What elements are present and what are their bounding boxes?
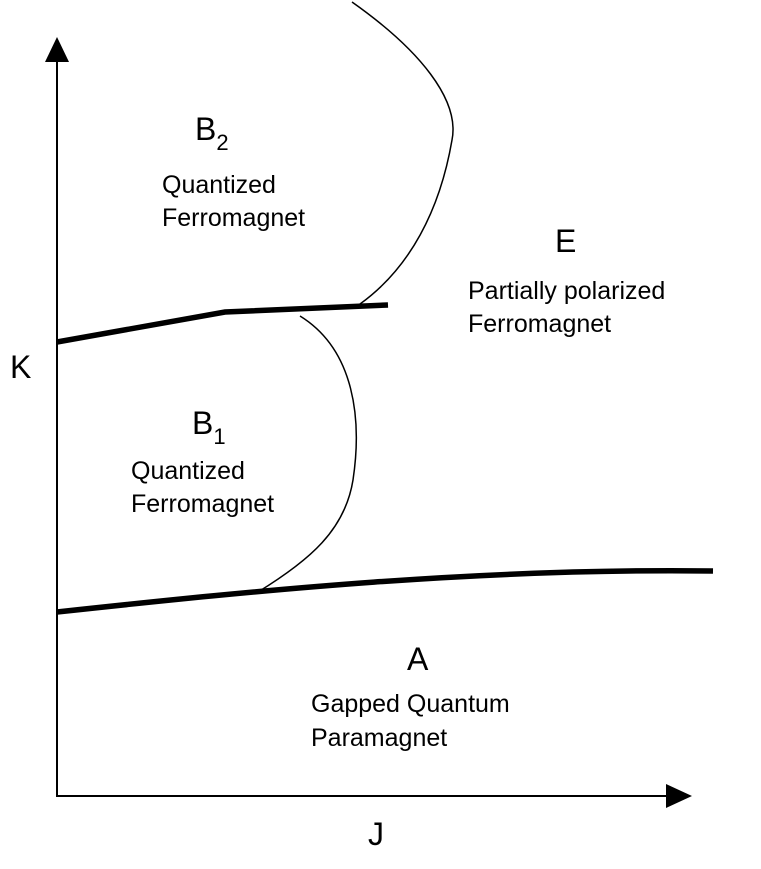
x-axis-arrowhead	[666, 784, 692, 808]
phase-e-line2: Ferromagnet	[468, 310, 611, 338]
y-axis-arrowhead	[45, 37, 69, 62]
boundary-a-b1-e	[56, 567, 714, 615]
phase-b1-subscript: 1	[213, 424, 225, 449]
boundary-b1-b2	[56, 302, 389, 345]
boundary-b1-e	[257, 315, 358, 593]
phase-a-line2: Paramagnet	[311, 724, 447, 752]
phase-b2-subscript: 2	[216, 130, 228, 155]
phase-b2-label: B2	[195, 111, 229, 155]
phase-b1-line1: Quantized	[131, 457, 245, 485]
phase-a-line1: Gapped Quantum	[311, 690, 510, 718]
phase-b1-letter: B	[192, 405, 213, 441]
boundary-b2-e	[351, 1, 454, 305]
phase-b2-line1: Quantized	[162, 171, 276, 199]
phase-b2-letter: B	[195, 111, 216, 147]
phase-a-letter: A	[407, 641, 429, 677]
phase-e-letter: E	[555, 223, 576, 259]
phase-b2-line2: Ferromagnet	[162, 204, 305, 232]
phase-b1-label: B1	[192, 405, 226, 449]
phase-b1-line2: Ferromagnet	[131, 490, 274, 518]
y-axis-label: K	[10, 349, 31, 385]
x-axis-label: J	[368, 816, 384, 852]
phase-e-line1: Partially polarized	[468, 277, 665, 305]
